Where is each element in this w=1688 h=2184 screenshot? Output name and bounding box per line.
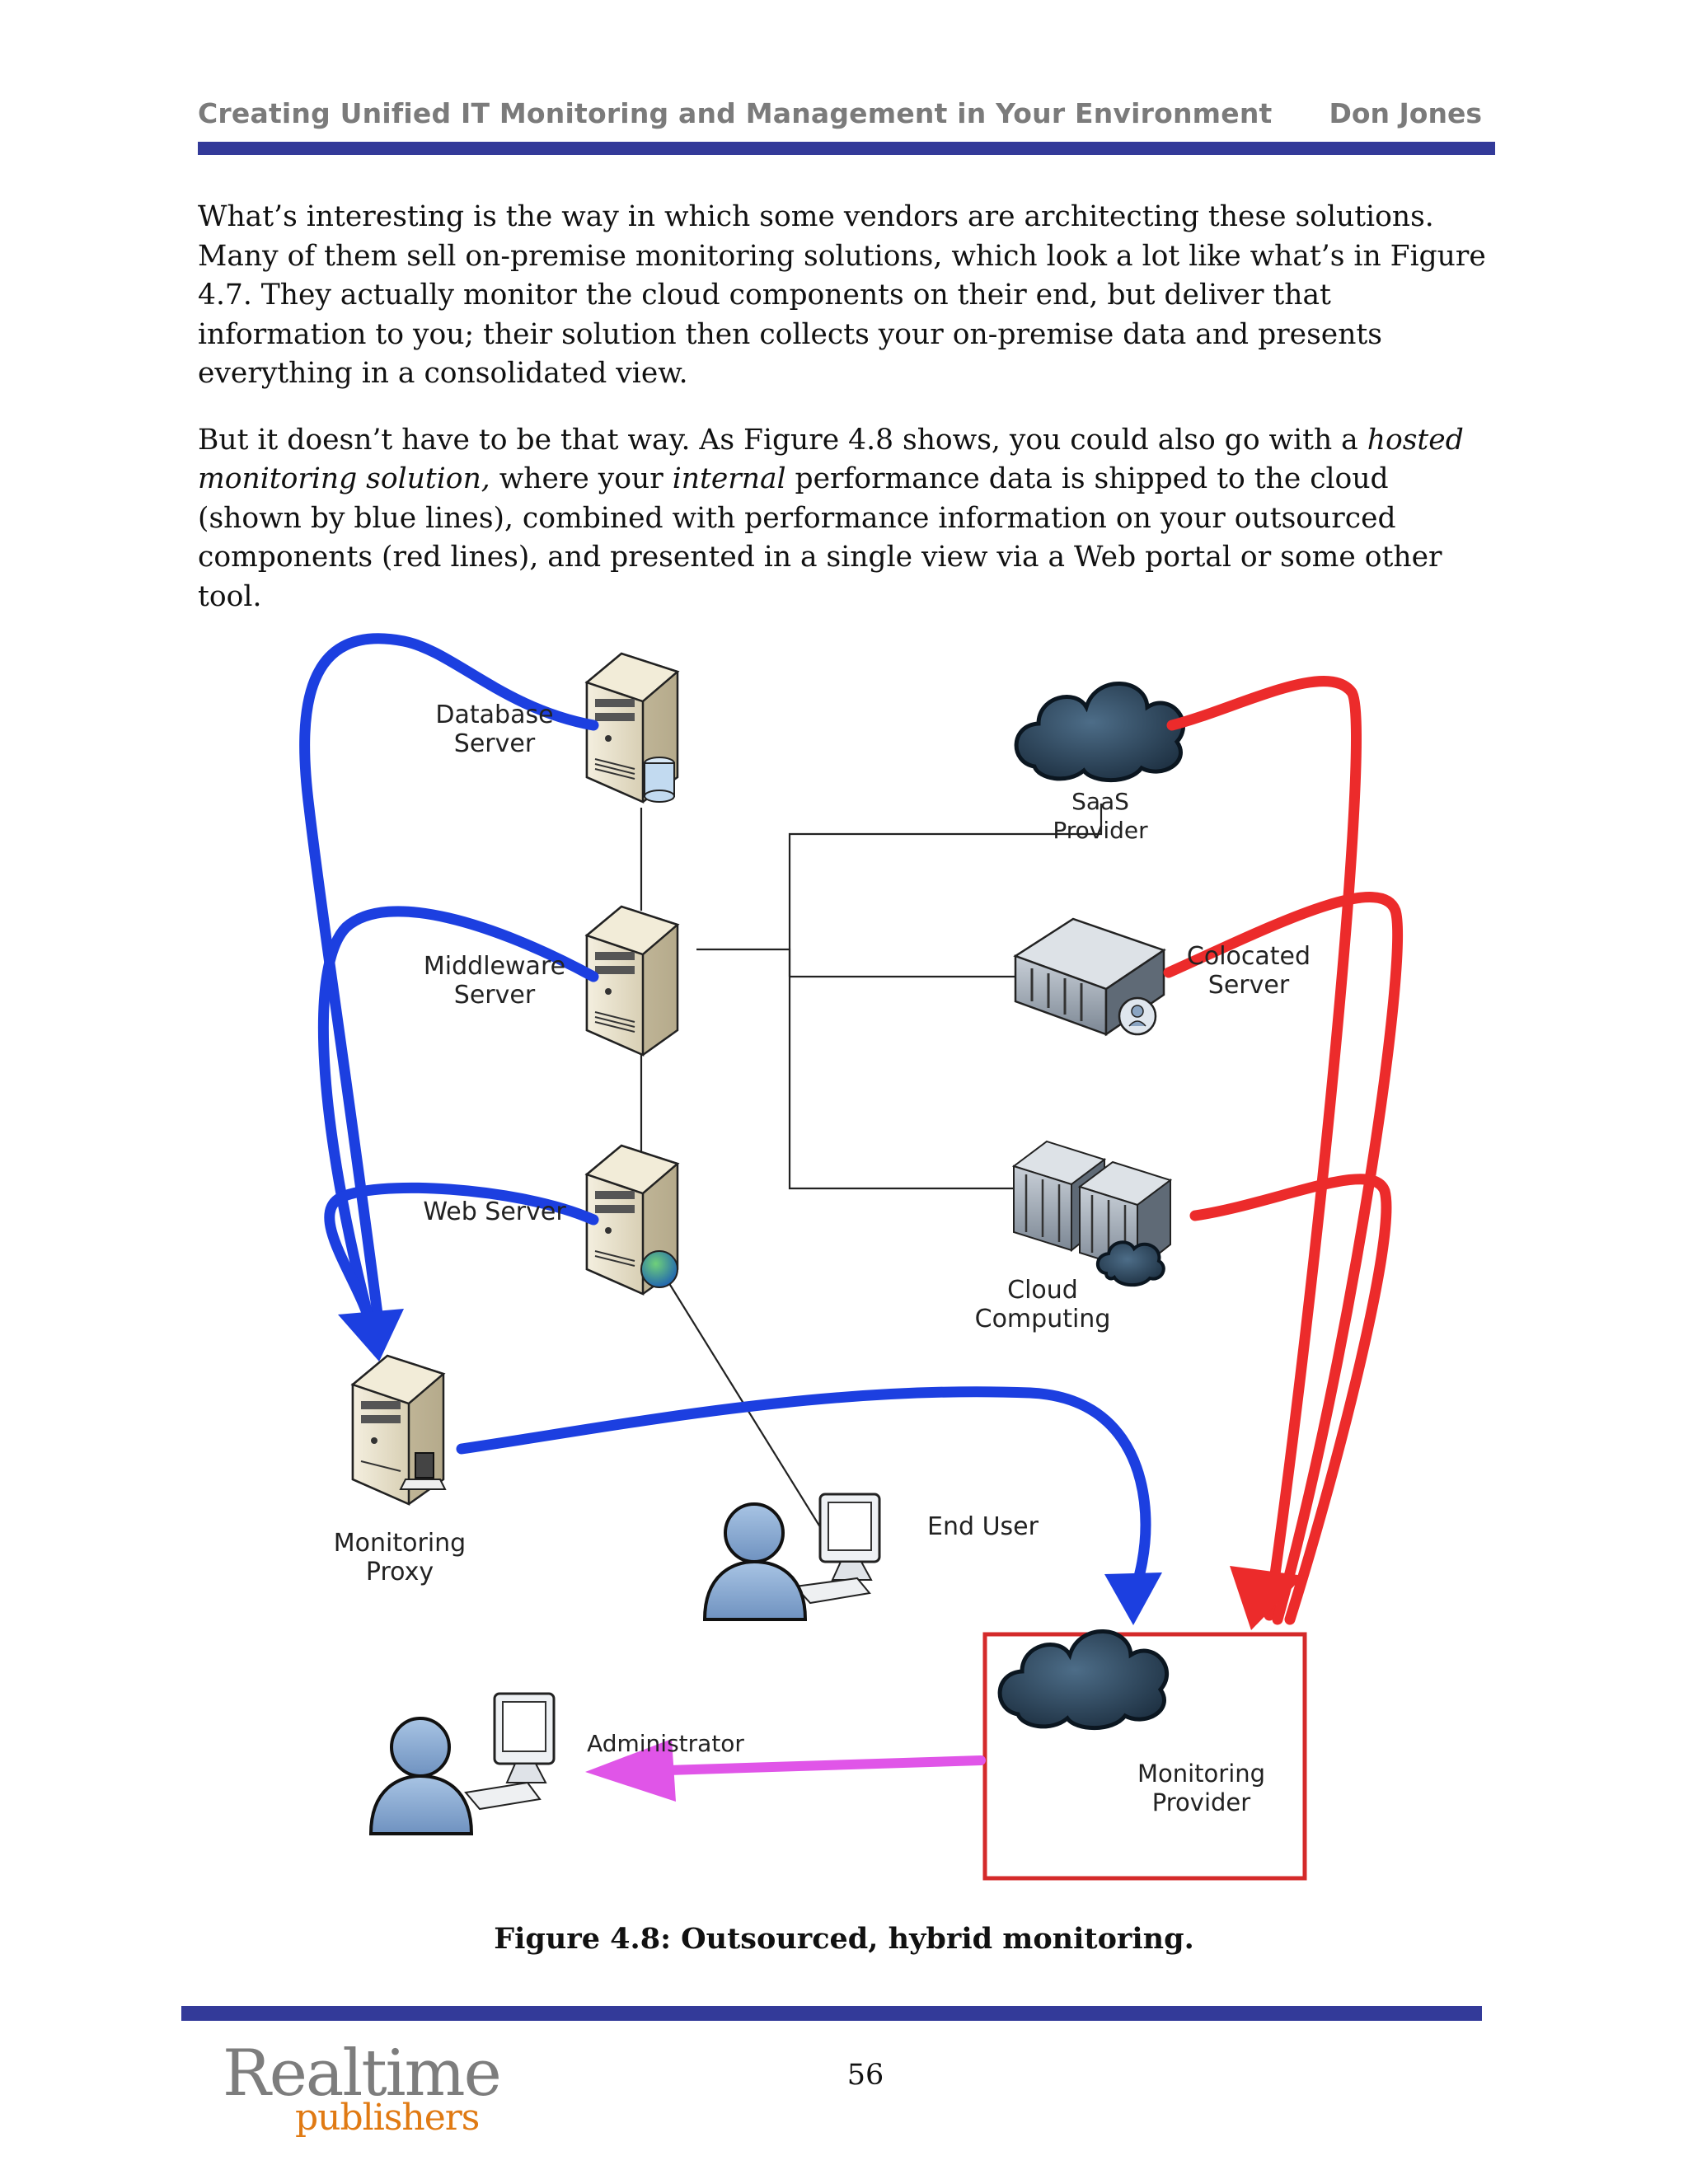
label-monitoring-provider: Monitoring Provider <box>1137 1760 1266 1816</box>
header-author: Don Jones <box>1329 97 1482 129</box>
cloud-computing-icon <box>1011 1140 1173 1287</box>
page-number: 56 <box>846 2059 884 2092</box>
label-monitoring-proxy: Monitoring Proxy <box>333 1529 467 1586</box>
body-text: What’s interesting is the way in which s… <box>198 198 1495 644</box>
colocated-server-icon <box>1013 917 1166 1037</box>
page-header: Creating Unified IT Monitoring and Manag… <box>198 97 1482 138</box>
italic-run: internal <box>672 462 786 495</box>
label-web-server: Web Server <box>423 1197 566 1226</box>
logo-wordmark-bottom: publishers <box>295 2097 480 2139</box>
web-server-icon <box>584 1144 680 1296</box>
label-database-server: Database Server <box>435 701 554 758</box>
internal-flow-arrows <box>299 633 1151 1605</box>
label-administrator: Administrator <box>587 1730 744 1757</box>
text-run: where your <box>490 462 673 495</box>
paragraph: But it doesn’t have to be that way. As F… <box>198 421 1495 617</box>
diagram-canvas <box>299 633 1404 1881</box>
end-user-icon <box>702 1493 881 1621</box>
footer-rule <box>181 2006 1482 2021</box>
outsourced-flow-arrowheads <box>1230 1566 1304 1630</box>
administrator-icon <box>368 1692 556 1835</box>
realtime-publishers-logo: Realtime publishers <box>223 2041 502 2148</box>
label-middleware-server: Middleware Server <box>423 952 566 1010</box>
label-cloud-computing: Cloud Computing <box>974 1276 1111 1333</box>
outsourced-flow-arrows <box>1163 676 1404 1625</box>
admin-flow-arrow <box>585 1739 986 1802</box>
text-run: What’s interesting is the way in which s… <box>198 200 1486 390</box>
internal-flow-arrowheads <box>338 1309 1162 1625</box>
figure-diagram: Database Server Middleware Server Web Se… <box>247 610 1442 1896</box>
monitoring-proxy-icon <box>350 1354 447 1506</box>
label-end-user: End User <box>927 1512 1039 1541</box>
paragraph: What’s interesting is the way in which s… <box>198 198 1495 394</box>
figure-caption: Figure 4.8: Outsourced, hybrid monitorin… <box>494 1922 1194 1956</box>
monitoring-provider-cloud-icon <box>997 1629 1169 1731</box>
header-title: Creating Unified IT Monitoring and Manag… <box>198 97 1273 129</box>
header-rule <box>198 142 1495 155</box>
database-server-icon <box>584 652 680 804</box>
middleware-server-icon <box>584 905 680 1057</box>
label-saas-provider: SaaS Provider <box>1053 788 1148 844</box>
label-colocated-server: Colocated Server <box>1186 942 1311 1000</box>
italic-run: hosted monitoring solution, <box>198 423 1464 496</box>
monitoring-provider-box <box>982 1632 1307 1881</box>
saas-cloud-icon <box>1014 682 1185 783</box>
logo-wordmark-top: Realtime <box>223 2036 502 2111</box>
text-run: performance data is shipped to the cloud… <box>198 462 1442 613</box>
text-run: But it doesn’t have to be that way. As F… <box>198 423 1367 457</box>
